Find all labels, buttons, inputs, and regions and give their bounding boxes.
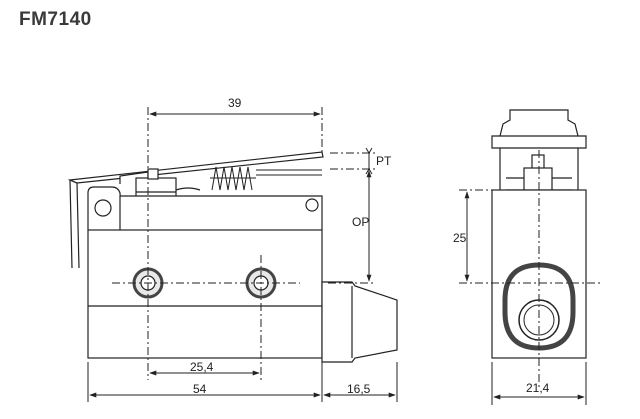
switch-body	[87, 229, 323, 359]
dimensions-front	[87, 111, 398, 402]
dim-54: 54	[193, 382, 207, 396]
actuator-stem	[531, 154, 545, 170]
housing-top	[119, 195, 323, 230]
front-view	[67, 151, 398, 363]
spring	[210, 166, 322, 191]
dim-39: 39	[228, 96, 242, 110]
centerlines-front	[112, 107, 323, 380]
centerlines-side	[459, 150, 600, 390]
dimensions-side	[464, 191, 587, 405]
product-code: FM7140	[19, 9, 92, 30]
rivet-hole	[305, 198, 319, 212]
dim-21-4: 21,4	[526, 381, 550, 395]
dim-op: OP	[352, 215, 369, 229]
dim-25: 25	[453, 231, 467, 245]
dim-16-5: 16,5	[347, 382, 371, 396]
dim-pt: PT	[376, 154, 392, 168]
plunger-boot	[321, 281, 398, 363]
pivot-hole	[94, 199, 112, 217]
dim-25-4: 25,4	[190, 360, 214, 374]
